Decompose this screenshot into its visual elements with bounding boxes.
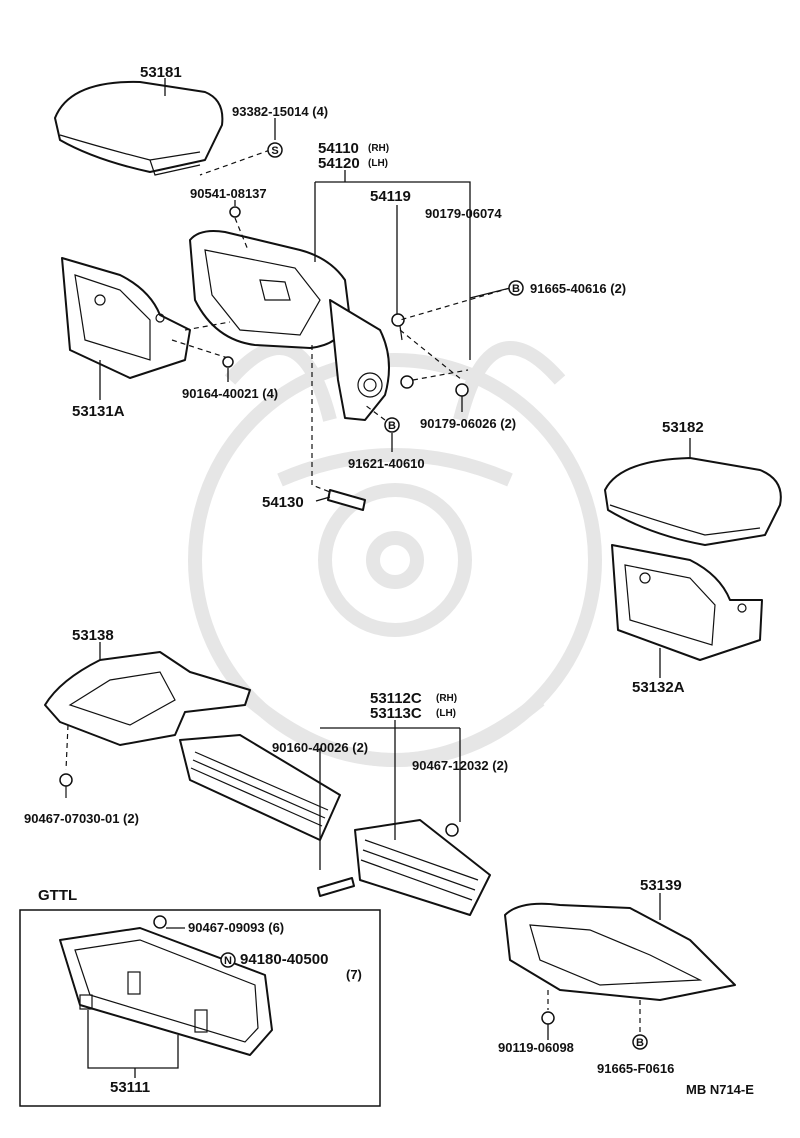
nut-90179b [455,383,469,397]
callout-54130: 54130 [262,494,304,511]
part-53131A-housing [61,257,191,379]
part-53113C-grille [179,734,341,841]
svg-text:B: B [512,283,520,295]
symbol-b-91665a: B [508,280,524,296]
clip-90467c [153,915,167,929]
callout-90160-40026: 90160-40026 (2) [272,740,368,755]
svg-text:N: N [224,955,232,967]
callout-93382-15014: 93382-15014 (4) [232,104,328,119]
svg-text:S: S [271,145,278,157]
callout-53112C: 53112C [370,690,422,707]
callout-53139: 53139 [640,877,682,894]
callout-53112C-side: (RH) [436,693,457,704]
part-53112C-grille [354,819,491,916]
callout-90164-40021: 90164-40021 (4) [182,386,278,401]
callout-90541-08137: 90541-08137 [190,186,267,201]
callout-54120-side: (LH) [368,158,388,169]
callout-91665-F0616: 91665-F0616 [597,1061,674,1076]
screw-90119 [541,1011,555,1025]
callout-90467-07030-01: 90467-07030-01 (2) [24,811,139,826]
callout-53131A: 53131A [72,403,125,420]
svg-text:B: B [388,420,396,432]
callout-53182: 53182 [662,419,704,436]
callout-90179-06074: 90179-06074 [425,206,502,221]
symbol-b-91665b: B [632,1034,648,1050]
screw-90164 [222,356,234,368]
callout-53111: 53111 [110,1079,150,1096]
callout-53181: 53181 [140,64,182,81]
part-53139-bracket [504,902,736,1001]
screw-90541 [229,206,241,218]
callout-54110: 54110 [318,140,359,157]
nut-90179a [400,375,414,389]
callout-53138: 53138 [72,627,114,644]
callout-53113C-side: (LH) [436,708,456,719]
callout-54120: 54120 [318,155,360,172]
callout-94180-qty: (7) [346,967,362,982]
screw-90160 [317,877,355,897]
callout-90467-12032: 90467-12032 (2) [412,758,508,773]
symbol-n: N [220,952,236,968]
diagram-code: MB N714-E [686,1082,754,1097]
clip-90467a [445,823,459,837]
svg-text:B: B [636,1037,644,1049]
part-53132A-housing [611,544,763,661]
callout-90467-09093: 90467-09093 (6) [188,920,284,935]
callout-54110-side: (RH) [368,143,389,154]
gttl-inset-frame [19,909,381,1107]
part-53111-grille [59,927,273,1056]
callout-94180-40500: 94180-40500 [240,951,328,968]
callout-53132A: 53132A [632,679,685,696]
part-53181-cover [54,80,224,176]
part-54130-adjuster [327,489,366,511]
part-54110-bracket [189,230,390,421]
clip-90467b [59,773,73,798]
symbol-s: S [267,142,283,158]
callout-91665-40616: 91665-40616 (2) [530,281,626,296]
callout-91621-40610: 91621-40610 [348,456,425,471]
callout-90119-06098: 90119-06098 [498,1040,574,1055]
callout-54119: 54119 [370,188,411,205]
part-53138-bracket [44,651,251,746]
gttl-label: GTTL [38,887,77,904]
callout-53113C: 53113C [370,705,422,722]
part-53182-cover [604,457,782,546]
callout-90179-06026: 90179-06026 (2) [420,416,516,431]
bolt-54119 [391,313,405,341]
symbol-b-91621: B [384,417,400,433]
